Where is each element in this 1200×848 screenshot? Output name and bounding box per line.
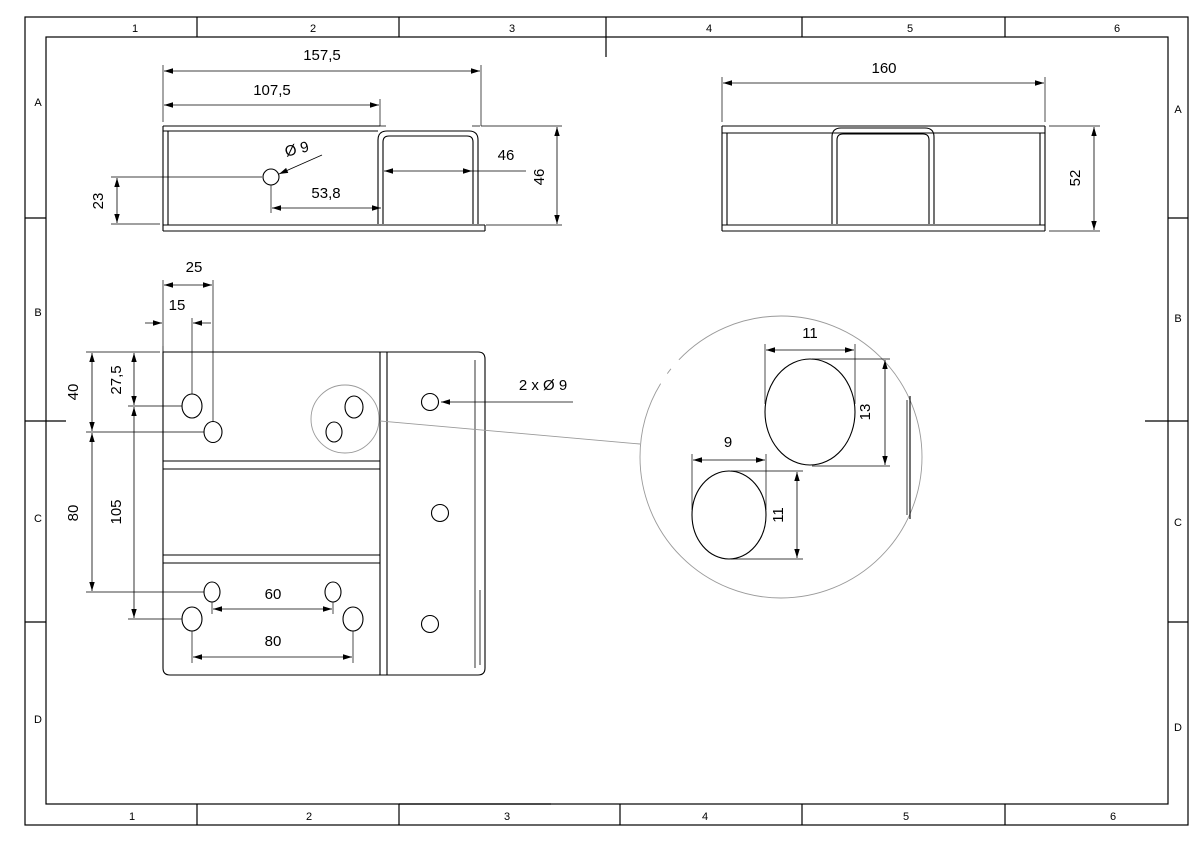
detail-view: 11 13 9 11 (639, 315, 923, 599)
dim-46-channel-label: 46 (498, 147, 515, 164)
dim-40-label: 40 (65, 384, 82, 401)
dim-53-8-label: 53,8 (311, 185, 340, 202)
top-slot-detail-lower (325, 421, 343, 443)
zone-col-bottom-3: 3 (504, 811, 510, 823)
zone-row-left-d: D (34, 714, 42, 726)
dim-holes-label: 2 x Ø 9 (519, 377, 567, 394)
zone-labels: 1 2 3 4 5 6 1 2 3 4 5 6 A B C D A B C D (34, 23, 1182, 823)
dim-60-label: 60 (265, 586, 282, 603)
top-hole-flange-lower (420, 614, 440, 634)
zone-row-right-a: A (1174, 104, 1182, 116)
dim-80-left-label: 80 (65, 505, 82, 522)
dim-detail-9-label: 9 (724, 434, 732, 451)
zone-col-top-6: 6 (1114, 23, 1120, 35)
front-hole-circle (262, 168, 280, 186)
zone-col-bottom-1: 1 (129, 811, 135, 823)
top-hole-flange-upper (420, 392, 440, 412)
zone-col-top-5: 5 (907, 23, 913, 35)
dim-23-label: 23 (90, 193, 107, 210)
zone-col-bottom-5: 5 (903, 811, 909, 823)
zone-col-top-2: 2 (310, 23, 316, 35)
dim-hole-diameter-label: Ø 9 (283, 138, 311, 160)
top-slot-upper-left (181, 393, 203, 419)
detail-slot-upper (764, 358, 856, 466)
top-slot-lower-left-small (203, 581, 221, 603)
zone-col-top-1: 1 (132, 23, 138, 35)
dim-25-label: 25 (186, 259, 203, 276)
top-slot-detail-upper (344, 395, 364, 419)
zone-col-bottom-6: 6 (1110, 811, 1116, 823)
detail-view-circle (639, 315, 923, 599)
front-view: 157,5 107,5 Ø 9 23 53,8 46 46 (90, 47, 562, 232)
zone-col-top-3: 3 (509, 23, 515, 35)
dim-detail-11-bottom-label: 11 (770, 507, 787, 523)
dim-detail-13-label: 13 (857, 404, 874, 421)
top-slot-lower-left (181, 606, 203, 632)
dim-detail-11-top-label: 11 (802, 325, 818, 342)
zone-row-left-b: B (34, 307, 41, 319)
dim-160-label: 160 (871, 60, 896, 77)
dim-27-5-label: 27,5 (108, 365, 125, 394)
dim-157-5-label: 157,5 (303, 47, 341, 64)
detail-slot-lower (691, 470, 767, 560)
top-slot-upper-left-small (203, 420, 223, 444)
dim-80-bottom-label: 80 (265, 633, 282, 650)
detail-callout-circle (310, 384, 380, 454)
dim-52-label: 52 (1067, 170, 1084, 187)
top-view-outline (162, 346, 486, 676)
side-view-outline (721, 125, 1046, 232)
zone-col-top-4: 4 (706, 23, 712, 35)
hole-leader (278, 154, 323, 175)
zone-row-right-b: B (1174, 313, 1181, 325)
top-slot-lower-right-small (324, 581, 342, 603)
top-hole-flange-middle (430, 503, 450, 523)
dim-107-5-label: 107,5 (253, 82, 291, 99)
top-view: 25 15 40 27,5 80 105 60 80 2 x Ø (65, 259, 641, 676)
zone-col-bottom-4: 4 (702, 811, 708, 823)
dim-46-height-label: 46 (531, 169, 548, 186)
zone-row-left-c: C (34, 513, 42, 525)
zone-row-right-d: D (1174, 722, 1182, 734)
front-view-outline (162, 125, 486, 232)
zone-row-left-a: A (34, 97, 42, 109)
detail-callout-leader (379, 420, 641, 445)
dim-105-label: 105 (108, 499, 125, 524)
side-view: 160 52 (721, 60, 1100, 232)
top-slot-lower-right (342, 606, 364, 632)
dim-15-label: 15 (169, 297, 186, 314)
zone-row-right-c: C (1174, 517, 1182, 529)
zone-col-bottom-2: 2 (306, 811, 312, 823)
drawing-frame (24, 16, 1189, 826)
